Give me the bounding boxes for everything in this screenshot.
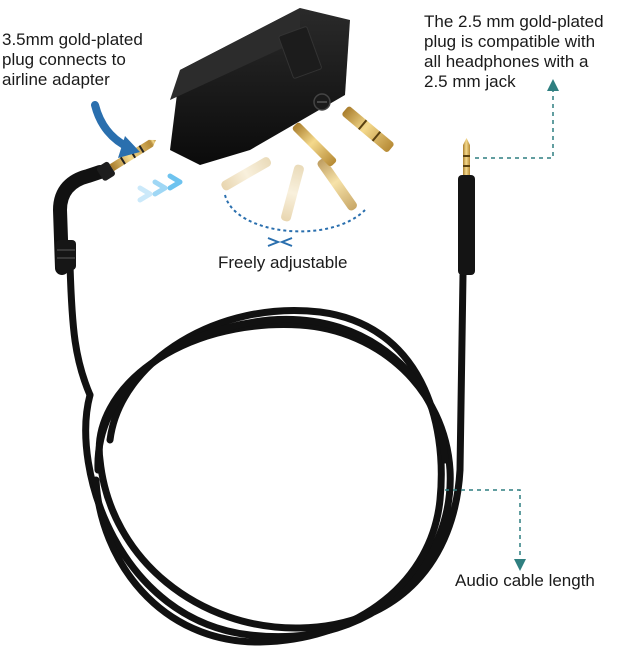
rotation-arc-icon	[224, 194, 366, 247]
audio-cable	[66, 261, 467, 646]
label-35mm-plug: 3.5mm gold-plated plug connects to airli…	[2, 30, 143, 89]
label-cable-length: Audio cable length	[455, 571, 595, 590]
label-25mm-plug: The 2.5 mm gold-plated plug is compatibl…	[424, 12, 604, 91]
guide-line-25mm	[475, 79, 559, 159]
airline-adapter	[170, 8, 394, 167]
guide-line-length	[445, 489, 526, 571]
chevron-arrows-icon	[137, 173, 183, 203]
curved-arrow-icon	[91, 101, 140, 158]
straight-25mm-plug	[458, 138, 475, 275]
label-freely-adjustable: Freely adjustable	[218, 253, 348, 272]
angled-35mm-plug	[52, 139, 156, 275]
rotating-prongs-ghost	[221, 157, 357, 222]
